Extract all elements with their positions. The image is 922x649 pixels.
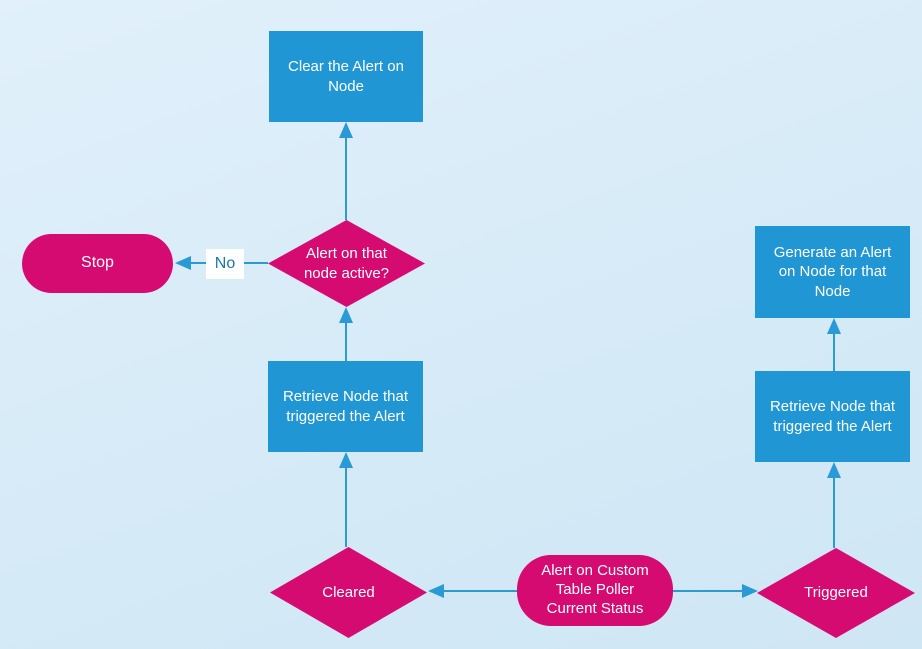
connector-cleared-to-retrieve-left [345,468,347,547]
node-generate-alert: Generate an Alert on Node for that Node [755,226,910,318]
connector-alert-active-to-clear-alert [345,137,347,220]
arrowhead-right-icon [742,584,758,598]
node-triggered-label: Triggered [804,584,868,602]
connector-retrieve-left-to-alert-active [345,323,347,361]
connector-status-to-cleared [444,590,517,592]
node-triggered-decision: Triggered [757,548,915,638]
node-retrieve-right-label: Retrieve Node that triggered the Alert [769,398,896,435]
node-poller-status: Alert on Custom Table Poller Current Sta… [517,555,673,626]
arrowhead-left-icon [428,584,444,598]
node-alert-active-decision: Alert on that node active? [268,220,425,307]
arrowhead-left-icon [175,256,191,270]
node-retrieve-left: Retrieve Node that triggered the Alert [268,361,423,452]
node-retrieve-right: Retrieve Node that triggered the Alert [755,371,910,462]
node-poller-status-label: Alert on Custom Table Poller Current Sta… [541,562,649,617]
node-retrieve-left-label: Retrieve Node that triggered the Alert [282,388,409,425]
connector-status-to-triggered [673,590,742,592]
arrowhead-up-icon [827,318,841,334]
arrowhead-up-icon [827,462,841,478]
node-cleared-label: Cleared [322,583,375,601]
node-stop-label: Stop [81,254,114,272]
arrowhead-up-icon [339,307,353,323]
node-clear-alert: Clear the Alert on Node [269,31,423,122]
edge-label-no-text: No [214,255,236,272]
connector-triggered-to-retrieve-right [833,478,835,548]
node-clear-alert-label: Clear the Alert on Node [288,58,404,95]
node-generate-alert-label: Generate an Alert on Node for that Node [773,243,892,300]
node-cleared-decision: Cleared [270,547,427,638]
node-stop: Stop [22,234,173,293]
edge-label-no: No [206,249,244,279]
arrowhead-up-icon [339,122,353,138]
connector-retrieve-right-to-generate [833,334,835,371]
node-alert-active-label: Alert on that node active? [303,245,390,282]
arrowhead-up-icon [339,452,353,468]
